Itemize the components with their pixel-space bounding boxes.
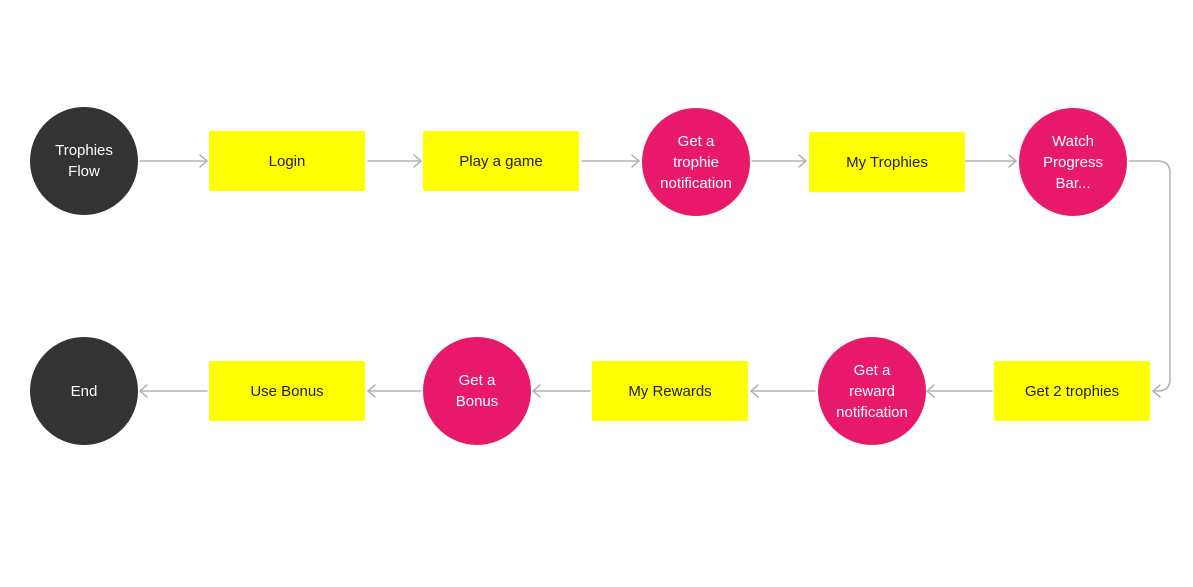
end-node[interactable]: End (30, 337, 138, 445)
trophie-notification-node[interactable]: Get a trophie notification (642, 108, 750, 216)
connector-reward-notification-my-rewards (750, 384, 816, 398)
trophie-notification-node-label: Get a trophie notification (660, 132, 732, 192)
connector-bonus-use-bonus (367, 384, 422, 398)
two-trophies-node[interactable]: Get 2 trophies (994, 361, 1150, 421)
play-game-node-label: Play a game (459, 152, 543, 170)
reward-notification-node-label: Get a reward notification (836, 361, 908, 421)
connector-my-rewards-bonus (532, 384, 591, 398)
connector-use-bonus-end (139, 384, 208, 398)
login-node-label: Login (268, 152, 306, 170)
end-node-label: End (70, 382, 98, 400)
progress-bar-node-label: Watch Progress Bar... (1042, 132, 1104, 192)
reward-notification-node[interactable]: Get a reward notification (818, 337, 926, 445)
connector-login-play (367, 154, 422, 168)
my-trophies-node[interactable]: My Trophies (809, 132, 965, 192)
start-node[interactable]: Trophies Flow (30, 107, 138, 215)
login-node[interactable]: Login (209, 131, 365, 191)
connector-trophie-notification-my-trophies (751, 154, 807, 168)
my-trophies-node-label: My Trophies (846, 153, 928, 171)
use-bonus-node-label: Use Bonus (250, 382, 324, 400)
use-bonus-node[interactable]: Use Bonus (209, 361, 365, 421)
connector-progress-two-trophies (1128, 160, 1171, 398)
two-trophies-node-label: Get 2 trophies (1024, 382, 1120, 400)
start-node-label: Trophies Flow (55, 142, 113, 180)
connector-my-trophies-progress (961, 154, 1017, 168)
connector-play-trophie-notification (581, 154, 640, 168)
connector-start-login (139, 154, 208, 168)
play-game-node[interactable]: Play a game (423, 131, 579, 191)
connector-two-trophies-reward-notification (926, 384, 993, 398)
bonus-node[interactable]: Get a Bonus (423, 337, 531, 445)
bonus-node-label: Get a Bonus (455, 372, 499, 410)
progress-bar-node[interactable]: Watch Progress Bar... (1019, 108, 1127, 216)
my-rewards-node-label: My Rewards (628, 382, 712, 400)
my-rewards-node[interactable]: My Rewards (592, 361, 748, 421)
